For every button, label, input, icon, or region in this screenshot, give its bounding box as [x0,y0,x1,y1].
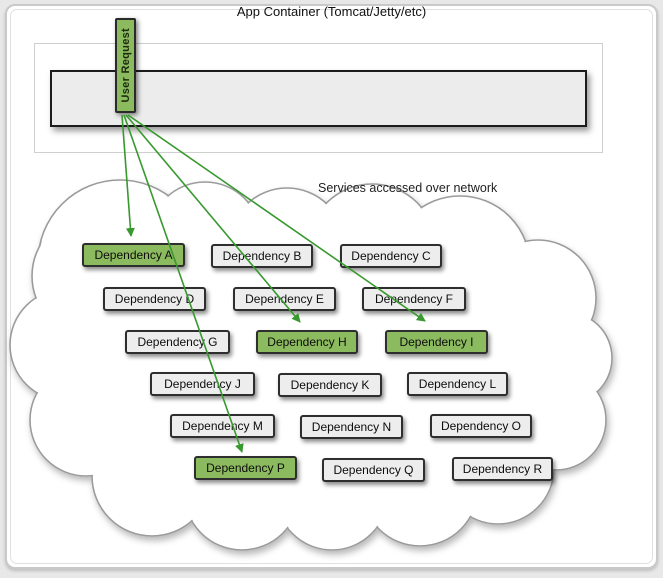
dependency-box-m: Dependency M [170,414,275,438]
dependency-box-l: Dependency L [407,372,508,396]
user-request-box: User Request [115,18,136,113]
dependency-box-n: Dependency N [300,415,403,439]
dependency-box-g: Dependency G [125,330,230,354]
dependency-box-k: Dependency K [278,373,382,397]
dependency-box-e: Dependency E [233,287,336,311]
dependency-box-p: Dependency P [194,456,297,480]
dependency-box-o: Dependency O [430,414,532,438]
dependency-box-f: Dependency F [362,287,466,311]
dependency-box-i: Dependency I [385,330,488,354]
dependency-box-r: Dependency R [452,457,553,481]
user-request-label: User Request [119,28,132,103]
dependency-box-c: Dependency C [340,244,442,268]
dependency-box-d: Dependency D [103,287,206,311]
page-frame-inner-border [10,9,653,564]
dependency-box-b: Dependency B [211,244,313,268]
cloud-fill [11,181,611,549]
dependency-box-a: Dependency A [82,243,185,267]
dependency-box-h: Dependency H [256,330,358,354]
network-caption: Services accessed over network [318,181,498,195]
app-container-title: App Container (Tomcat/Jetty/etc) [236,4,427,19]
dependency-box-q: Dependency Q [322,458,425,482]
dependency-box-j: Dependency J [150,372,255,396]
